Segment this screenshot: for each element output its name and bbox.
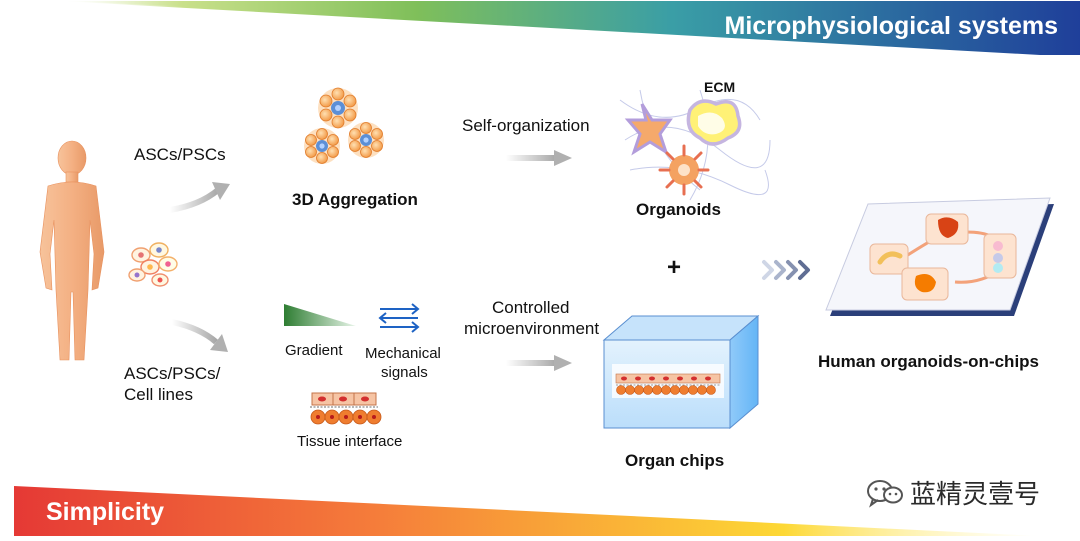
curved-arrow-down xyxy=(171,319,218,345)
arrow-self-organization xyxy=(506,150,572,166)
gradient-wedge-icon xyxy=(284,304,356,326)
gradient-label: Gradient xyxy=(285,342,343,359)
curved-arrow-up-head xyxy=(212,182,230,200)
plus-sign: + xyxy=(667,254,682,281)
stem-cells-cluster-icon xyxy=(128,242,178,287)
spheroid-icon-2 xyxy=(304,128,340,164)
human-body-icon xyxy=(39,140,105,361)
result-label: Human organoids-on-chips xyxy=(818,352,1039,371)
curved-arrow-up xyxy=(169,187,220,213)
watermark-text: 蓝精灵壹号 xyxy=(910,480,1041,510)
controlled-label-1: Controlled xyxy=(492,298,570,317)
mechanical-label-1: Mechanical xyxy=(365,345,441,362)
tissue-interface-icon xyxy=(310,392,382,425)
organ-chip-icon xyxy=(602,314,760,430)
organoids-on-chip-platform-icon xyxy=(825,197,1054,316)
curved-arrow-down-head xyxy=(210,334,228,352)
banner-title: Microphysiological systems xyxy=(724,12,1058,40)
tissue-interface-label: Tissue interface xyxy=(297,433,403,450)
self-organization-label: Self-organization xyxy=(462,116,590,135)
organoids-icon xyxy=(619,89,771,201)
top-source-label: ASCs/PSCs xyxy=(134,145,226,164)
bottom-source-label-1: ASCs/PSCs/ xyxy=(124,364,221,383)
spheroid-icon-3 xyxy=(348,122,384,158)
organoids-label: Organoids xyxy=(636,200,722,219)
bottom-banner xyxy=(14,486,1040,536)
mechanical-signals-icon xyxy=(378,303,420,333)
spheroid-icon-1 xyxy=(318,87,358,129)
top-banner-shape xyxy=(60,1,1080,55)
top-banner-thin xyxy=(60,1,1080,7)
bottom-source-label-2: Cell lines xyxy=(124,385,193,404)
watermark: 蓝精灵壹号 xyxy=(866,474,1040,511)
chat-bubbles-icon xyxy=(867,479,903,508)
footer-label: Simplicity xyxy=(46,498,165,526)
chevron-arrows-icon xyxy=(762,260,810,280)
ecm-label: ECM xyxy=(704,79,736,95)
arrow-controlled xyxy=(506,355,572,371)
mechanical-label-2: signals xyxy=(381,364,428,381)
controlled-label-2: microenvironment xyxy=(464,319,600,338)
organ-chips-label: Organ chips xyxy=(625,451,725,470)
aggregation-label: 3D Aggregation xyxy=(292,190,418,209)
